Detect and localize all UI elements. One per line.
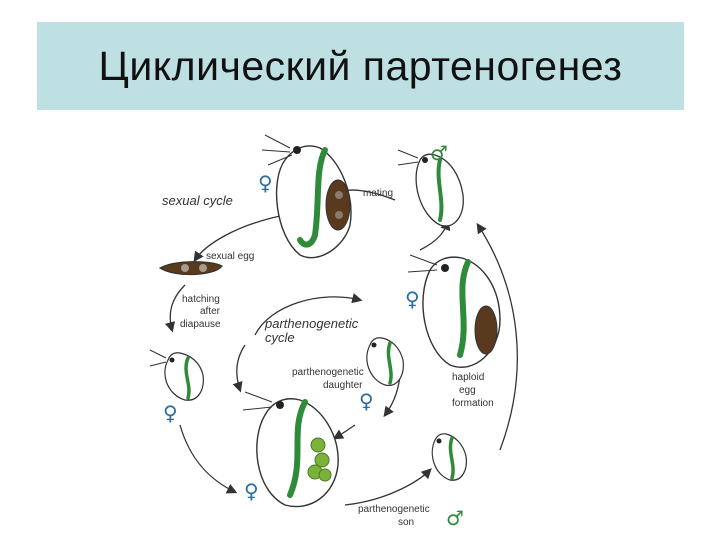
parthenogenetic-cycle-label-1: parthenogenetic — [264, 316, 359, 331]
inner-arrow-bottom — [332, 424, 356, 440]
sexual-egg — [158, 261, 223, 276]
outer-arrow-left-mid — [164, 284, 186, 333]
parthenogenetic-cycle-label-2: cycle — [265, 330, 295, 345]
parth-daughter-label-2: daughter — [323, 380, 363, 391]
inner-arrow-left — [232, 344, 246, 393]
parth-son-label-1: parthenogenetic — [358, 504, 430, 515]
daphnia-parth-son — [431, 433, 467, 481]
haploid-label-3: formation — [452, 398, 494, 409]
male-symbol-icon: ♂ — [446, 506, 464, 530]
female-symbol-icon: ♀ — [163, 401, 178, 425]
parth-son-label-2: son — [398, 517, 414, 528]
inner-arrow-top — [254, 293, 363, 336]
outer-arrow-left-top — [193, 214, 286, 263]
female-symbol-icon: ♀ — [405, 287, 420, 311]
sexual-egg-label: sexual egg — [206, 251, 254, 262]
hatching-label-2: after — [200, 306, 221, 317]
hatching-label-1: hatching — [182, 294, 220, 305]
daphnia-hatchling — [149, 349, 204, 401]
hatching-label-3: diapause — [180, 319, 221, 330]
title-banner: Циклический партеногенез — [37, 22, 684, 110]
female-symbol-icon: ♀ — [258, 171, 273, 195]
daphnia-haploid-female — [407, 254, 501, 368]
male-symbol-icon: ♂ — [430, 141, 448, 165]
haploid-label-2: egg — [459, 385, 476, 396]
outer-arrow-right — [476, 222, 518, 451]
daphnia-top-female — [261, 134, 352, 259]
daphnia-male-top — [397, 149, 464, 227]
parth-daughter-label-1: parthenogenetic — [292, 367, 364, 378]
daphnia-parth-daughter — [366, 337, 404, 387]
haploid-label-1: haploid — [452, 372, 484, 383]
outer-arrow-bottom — [344, 468, 432, 506]
female-symbol-icon: ♀ — [359, 389, 374, 413]
daphnia-parthenogenetic-female — [242, 391, 339, 508]
outer-arrow-left-bottom — [179, 424, 238, 494]
female-symbol-icon: ♀ — [244, 479, 259, 503]
sexual-cycle-label: sexual cycle — [162, 193, 233, 208]
page-title: Циклический партеногенез — [98, 42, 623, 89]
mating-label: mating — [363, 188, 393, 199]
